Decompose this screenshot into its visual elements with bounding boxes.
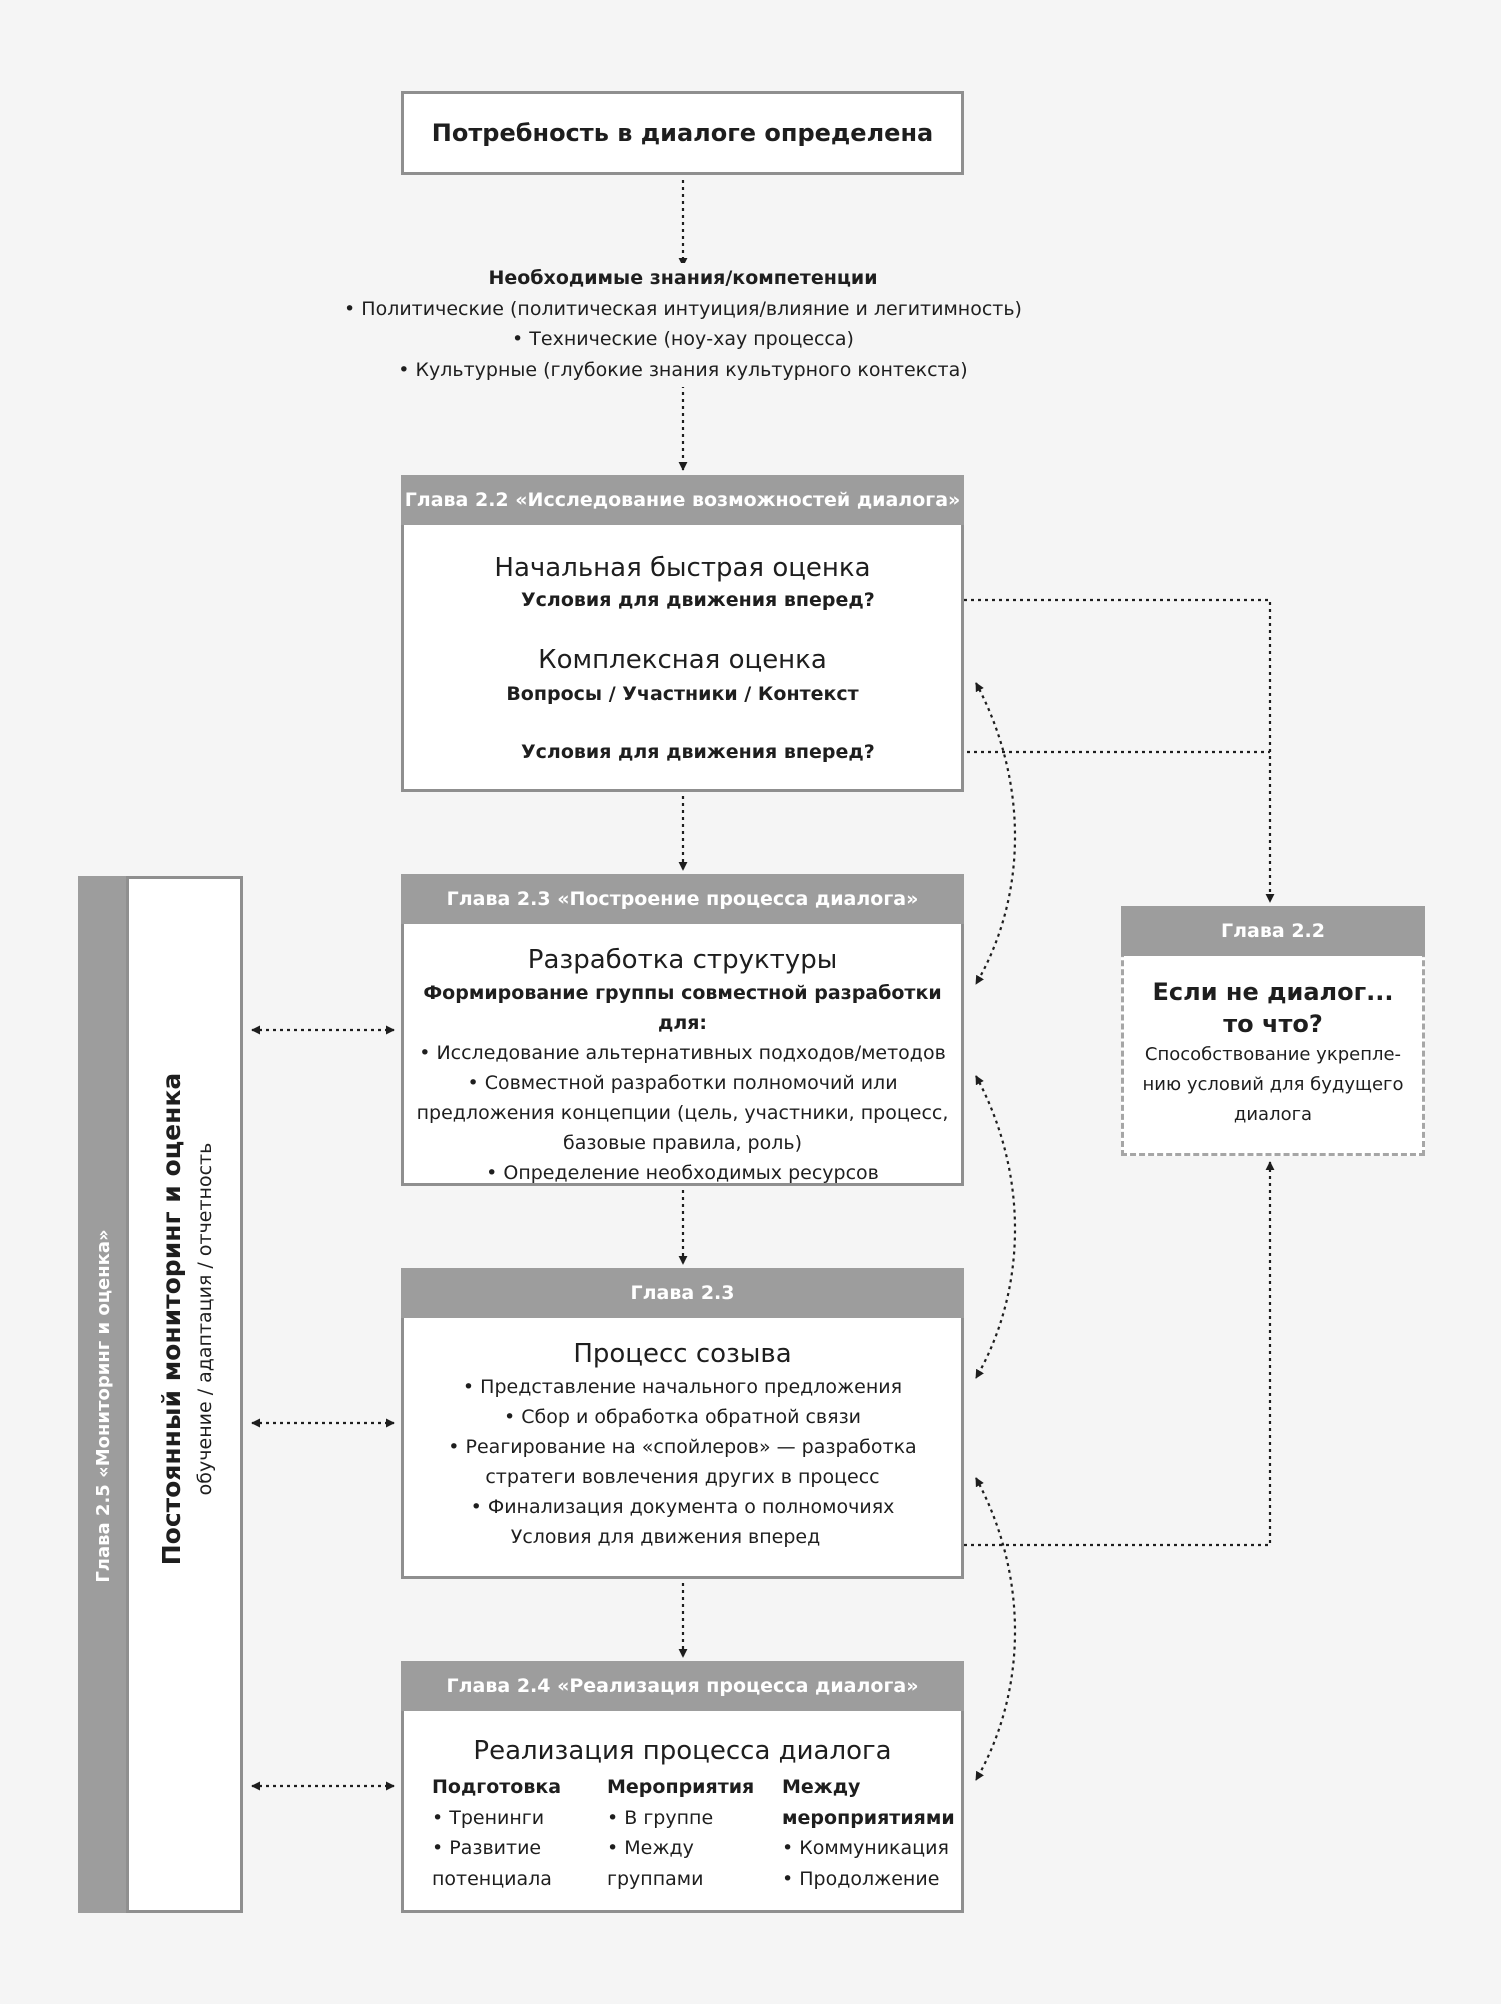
column-heading: Подготовка [432,1776,562,1798]
knowledge-item: • Политические (политическая интуиция/вл… [344,297,1022,320]
convening-line: • Финализация документа о полномочиях [470,1496,895,1518]
column-heading-2: мероприятиями [782,1806,955,1829]
convening-line: • Сбор и обработка обратной связи [503,1406,862,1428]
convening-box: Глава 2.3 Процесс созыва • Представление… [401,1268,964,1579]
knowledge-item: • Технические (ноу-хау процесса) [512,328,854,350]
column-heading: Мероприятия [607,1776,755,1798]
monitoring-band-label: Глава 2.5 «Мониторинг и оценка» [93,1229,114,1583]
design-header: Глава 2.3 «Построение процесса диалога» [401,874,964,924]
quick-assessment-title: Начальная быстрая оценка [494,553,871,583]
knowledge-title: Необходимые знания/компетенции [488,267,878,289]
column-item: потенциала [432,1867,552,1890]
design-box: Глава 2.3 «Построение процесса диалога» … [401,874,964,1186]
alternative-title-1: Если не диалог... [1152,978,1394,1006]
assessment-box: Глава 2.2 «Исследование возможностей диа… [401,475,964,792]
assessment-header: Глава 2.2 «Исследование возможностей диа… [401,475,964,525]
connector-condition-1-exit [845,598,1275,903]
convening-line: • Представление начального предложения [462,1376,903,1398]
column-item: группами [607,1867,704,1890]
connector-convening-to-alternative [845,1161,1275,1547]
need-identified-title: Потребность в диалоге определена [431,119,934,147]
column-item: • Между [607,1837,694,1859]
monitoring-subtitle: обучение / адаптация / отчетность [194,1142,216,1496]
monitoring-title: Постоянный мониторинг и оценка [157,1072,186,1566]
design-line: предложения концепции (цель, участники, … [416,1102,949,1124]
column-item: • Продолжение [782,1867,940,1890]
alternative-box: Глава 2.2 Если не диалог... то что? Спос… [1121,906,1425,1156]
complex-assessment-title: Комплексная оценка [538,645,827,675]
alternative-line: диалога [1233,1104,1313,1125]
design-title: Разработка структуры [527,945,838,975]
implementation-box: Глава 2.4 «Реализация процесса диалога» … [401,1661,964,1913]
column-item: • В группе [607,1806,714,1829]
convening-header: Глава 2.3 [401,1268,964,1318]
monitoring-panel: Постоянный мониторинг и оценка обучение … [126,876,243,1913]
implementation-column-preparation: Подготовка • Тренинги • Развитие потенци… [432,1772,561,1894]
monitoring-band: Глава 2.5 «Мониторинг и оценка» [78,876,130,1913]
convening-line: стратеги вовлечения других в процесс [485,1466,880,1488]
knowledge-item: • Культурные (глубокие знания культурног… [398,358,968,381]
design-subtitle: Формирование группы совместной разработк… [423,982,942,1034]
design-line: • Определение необходимых ресурсов [486,1162,879,1184]
complex-assessment-sub: Вопросы / Участники / Контекст [506,683,859,705]
alternative-line: нию условий для будущего [1142,1074,1404,1095]
implementation-column-between: Между мероприятиями • Коммуникация • Про… [782,1772,955,1894]
feedback-loop-2 [975,1075,1016,1379]
column-heading: Между [782,1776,861,1798]
convening-title: Процесс созыва [573,1339,792,1369]
feedback-loop-3 [975,1477,1016,1781]
alternative-title-2: то что? [1223,1010,1323,1038]
design-line: базовые правила, роль) [563,1132,802,1154]
feedback-loop-1 [975,682,1016,985]
design-line: • Совместной разработки полномочий или [467,1072,898,1094]
implementation-title: Реализация процесса диалога [473,1736,892,1766]
column-item: • Тренинги [432,1806,545,1829]
convening-condition: Условия для движения вперед [510,1526,821,1548]
column-item: • Развитие [432,1837,542,1859]
alternative-line: Способствование укрепле- [1144,1044,1402,1065]
implementation-header: Глава 2.4 «Реализация процесса диалога» [401,1661,964,1711]
column-item: • Коммуникация [782,1837,949,1859]
knowledge-block: Необходимые знания/компетенции • Политич… [330,263,1036,387]
convening-line: • Реагирование на «спойлеров» — разработ… [448,1436,917,1458]
design-line: • Исследование альтернативных подходов/м… [419,1042,946,1064]
condition-label-2: Условия для движения вперед? [519,741,877,763]
need-identified-box: Потребность в диалоге определена [401,91,964,175]
implementation-column-events: Мероприятия • В группе • Между группами [607,1772,754,1894]
alternative-header: Глава 2.2 [1121,906,1425,956]
condition-label-1: Условия для движения вперед? [519,589,877,611]
